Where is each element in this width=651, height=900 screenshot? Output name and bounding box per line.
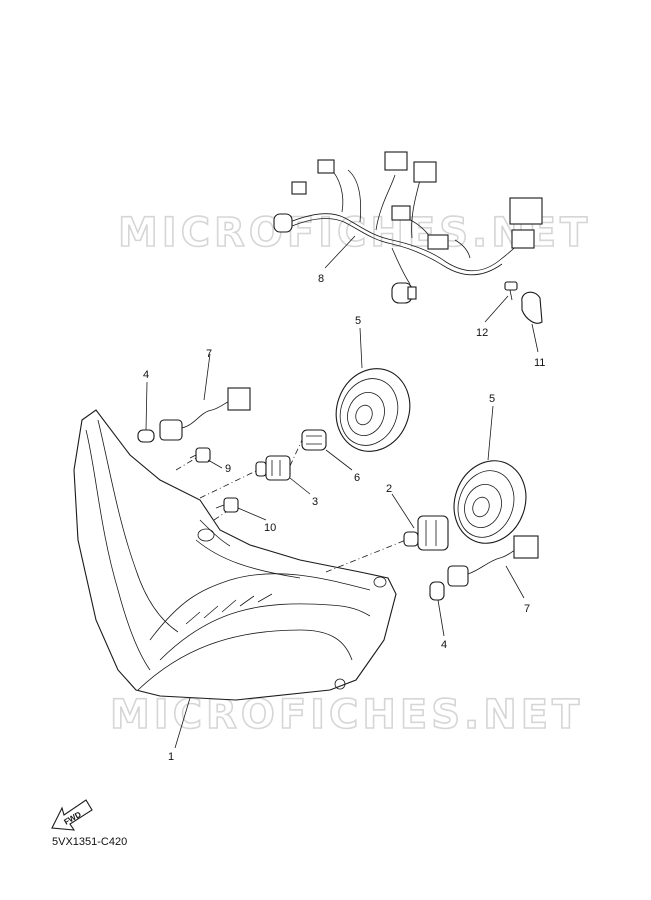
callout-10: 8 — [318, 273, 324, 285]
reflector-5-right — [453, 460, 527, 544]
diagram-code: 5VX1351-C420 — [52, 836, 128, 848]
bolt-12 — [504, 281, 518, 301]
callout-12: 12 — [476, 327, 488, 339]
callout-7-left: 7 — [206, 348, 212, 360]
leader-4-right — [437, 599, 445, 637]
callout-5-right: 5 — [489, 393, 495, 405]
wire-harness — [273, 151, 543, 304]
leader-1 — [174, 697, 191, 749]
leader-9 — [237, 507, 267, 521]
centerline-bulb-3 — [199, 469, 259, 499]
reflector-5-top — [335, 368, 411, 452]
screw-8 — [189, 447, 211, 463]
leader-5-right — [487, 405, 494, 461]
bulb-4-left — [137, 429, 155, 443]
centerline-screw-8 — [175, 457, 197, 471]
centerline-bulb-2 — [325, 539, 407, 573]
leader-7-right — [505, 565, 525, 599]
callout-3: 3 — [312, 496, 318, 508]
callout-2: 2 — [386, 483, 392, 495]
leader-10 — [324, 235, 356, 269]
callout-4-left: 4 — [143, 369, 149, 381]
leader-4-left — [145, 381, 148, 431]
callout-5-top: 5 — [355, 315, 361, 327]
leader-6 — [325, 449, 353, 471]
screw-9 — [215, 497, 239, 513]
leader-2 — [391, 493, 415, 529]
socket-6 — [301, 429, 327, 451]
bulb-3 — [255, 455, 291, 481]
clamp-11 — [521, 291, 543, 324]
fwd-arrow-icon: FWD — [51, 799, 93, 831]
centerline-screw-9 — [213, 511, 227, 521]
callout-7-right: 7 — [524, 603, 530, 615]
headlight-assembly-1 — [73, 409, 397, 701]
callout-8: 9 — [225, 463, 231, 475]
socket-wire-7-right — [447, 535, 539, 587]
callout-6: 6 — [354, 472, 360, 484]
leader-5-top — [359, 327, 363, 369]
leader-3 — [289, 477, 311, 495]
leader-8 — [207, 459, 223, 469]
callout-11: 11 — [534, 357, 545, 369]
watermark-bottom: MICROFICHES.NET — [110, 692, 583, 738]
leader-12 — [484, 295, 509, 323]
socket-wire-7-left — [159, 387, 251, 441]
callout-9: 10 — [264, 522, 276, 534]
bulb-2 — [403, 515, 449, 551]
leader-7-left — [203, 353, 211, 401]
callout-4-right: 4 — [441, 639, 447, 651]
leader-11 — [531, 323, 539, 353]
bulb-4-right — [429, 581, 445, 601]
centerline-socket-6 — [289, 439, 303, 467]
callout-1: 1 — [168, 751, 174, 763]
